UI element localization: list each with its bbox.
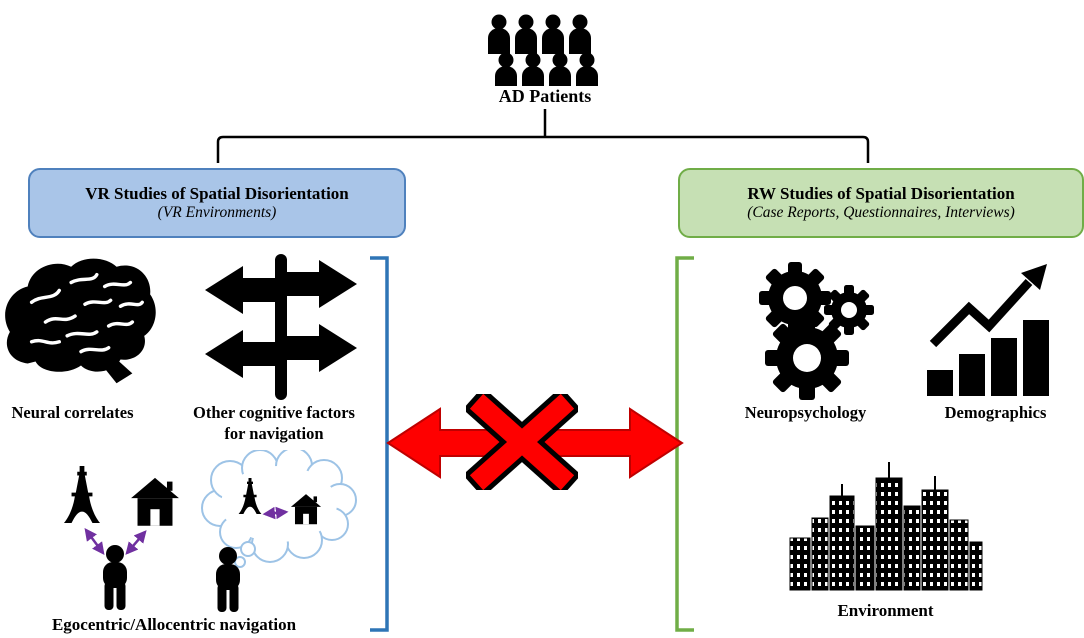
cross-out-icon <box>466 394 578 490</box>
environment-label: Environment <box>837 601 934 620</box>
trend-line <box>929 278 1033 348</box>
arrow-right-bottom <box>287 324 357 372</box>
allocentric-arrow <box>262 506 289 520</box>
bar-chart-trend-icon <box>927 264 1049 396</box>
vr-box-subtitle: (VR Environments) <box>157 204 277 221</box>
rw-box-subtitle: (Case Reports, Questionnaires, Interview… <box>747 204 1015 221</box>
neuropsychology-label: Neuropsychology <box>744 403 867 422</box>
connector-bracket-line <box>216 135 870 163</box>
person-egocentric-icon <box>103 545 127 610</box>
house-landmark-icon <box>131 477 179 526</box>
arrow-left-top <box>205 266 275 314</box>
rw-studies-box: RW Studies of Spatial Disorientation (Ca… <box>678 168 1084 238</box>
demographics-label: Demographics <box>944 403 1047 422</box>
cognitive-factors-line2: for navigation <box>224 423 324 443</box>
gear-small <box>824 285 874 335</box>
vr-studies-box: VR Studies of Spatial Disorientation (VR… <box>28 168 406 238</box>
egocentric-arrow-left <box>84 527 105 556</box>
gear-large-bottom <box>765 316 849 400</box>
left-bracket <box>370 256 389 632</box>
vr-box-title: VR Studies of Spatial Disorientation <box>85 184 349 203</box>
people-group-icon <box>488 14 598 86</box>
egocentric-allocentric-label: Egocentric/Allocentric navigation <box>51 615 297 634</box>
egocentric-arrow-right <box>125 530 147 555</box>
brain-icon <box>5 258 156 384</box>
direction-signpost-icon <box>205 254 357 400</box>
person-allocentric-icon <box>216 547 240 612</box>
navigation-scene-icon <box>63 450 357 612</box>
arrow-right-top <box>287 260 357 308</box>
rw-box-title: RW Studies of Spatial Disorientation <box>747 184 1015 203</box>
thought-bubble-icon <box>201 450 357 568</box>
cognitive-factors-label: Other cognitive factors for navigation <box>183 403 365 444</box>
trend-arrowhead <box>1021 264 1047 290</box>
city-skyline-icon <box>789 462 983 591</box>
tower-landmark-icon <box>63 466 101 523</box>
neural-correlates-label: Neural correlates <box>11 403 134 422</box>
gear-large-top <box>759 262 831 334</box>
ad-patients-label: AD Patients <box>498 86 592 106</box>
arrow-left-bottom <box>205 330 275 378</box>
cognitive-factors-line1: Other cognitive factors <box>193 403 355 422</box>
gears-icon <box>759 262 874 400</box>
